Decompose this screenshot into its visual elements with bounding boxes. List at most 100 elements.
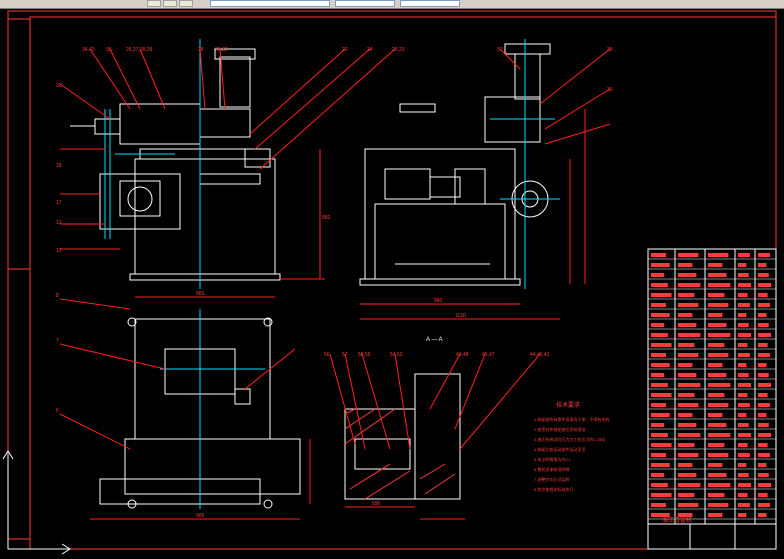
part-balloon: 57: [342, 352, 348, 358]
parts-list-cell: [758, 313, 767, 317]
note-line: 8.其余按相关标准执行: [534, 486, 573, 492]
parts-list-cell: [758, 323, 769, 327]
parts-list-cell: [708, 433, 731, 437]
parts-list-cell: [678, 333, 701, 337]
parts-list-cell: [651, 383, 668, 387]
parts-list-cell: [738, 323, 749, 327]
parts-list-cell: [758, 403, 770, 407]
part-balloon: 28: [198, 47, 204, 53]
parts-list-cell: [708, 423, 727, 427]
part-balloon: 13: [56, 220, 62, 226]
parts-list-cell: [738, 453, 750, 457]
parts-list-cell: [708, 453, 729, 457]
parts-list-cell: [738, 393, 748, 397]
parts-list-cell: [678, 263, 693, 267]
parts-list-cell: [708, 363, 723, 367]
parts-list-cell: [738, 443, 748, 447]
parts-list-cell: [678, 253, 699, 257]
parts-list-cell: [651, 473, 665, 477]
parts-list-cell: [738, 313, 747, 317]
parts-list-cell: [678, 393, 695, 397]
parts-list-cell: [651, 253, 667, 257]
parts-list-cell: [651, 393, 672, 397]
toolbar-button[interactable]: [179, 0, 193, 7]
parts-list-cell: [651, 453, 667, 457]
note-line: 6.整机涂漆前须除锈: [534, 466, 569, 472]
toolbar-dropdown[interactable]: [335, 0, 395, 7]
parts-list-cell: [758, 443, 768, 447]
toolbar-dropdown[interactable]: [400, 0, 460, 7]
part-balloon: 38: [607, 47, 613, 53]
note-line: 3.液压系统试验压力为工作压力的1.25倍: [534, 436, 605, 442]
parts-list-cell: [738, 423, 749, 427]
parts-list-cell: [651, 483, 668, 487]
parts-list-cell: [738, 273, 749, 277]
parts-list-cell: [758, 433, 772, 437]
parts-list-cell: [738, 483, 752, 487]
parts-list-cell: [678, 373, 697, 377]
parts-list-cell: [738, 493, 748, 497]
parts-list-cell: [758, 273, 769, 277]
parts-list-cell: [708, 393, 725, 397]
part-balloon: 58,55: [358, 352, 371, 358]
parts-list-cell: [678, 303, 699, 307]
parts-list-cell: [678, 403, 699, 407]
parts-list-cell: [678, 363, 693, 367]
parts-list-cell: [678, 413, 693, 417]
toolbar-button[interactable]: [147, 0, 161, 7]
parts-list-cell: [758, 293, 768, 297]
note-line: 1.装配前所有零件须清洗干净，不得有毛刺: [534, 416, 609, 422]
parts-list-cell: [758, 383, 772, 387]
parts-list-cell: [738, 293, 748, 297]
parts-list-cell: [651, 463, 670, 467]
parts-list-cell: [708, 513, 723, 517]
side-view-leaders: [360, 48, 611, 320]
dimension-side-total: 1150: [455, 313, 466, 319]
part-balloon: 37: [497, 47, 503, 53]
part-balloon: 45,47: [482, 352, 495, 358]
parts-list-cell: [651, 323, 665, 327]
part-balloon: 39: [607, 87, 613, 93]
parts-list-cell: [758, 413, 767, 417]
parts-list-cell: [651, 313, 670, 317]
parts-list-cell: [708, 473, 727, 477]
parts-list-cell: [738, 503, 750, 507]
parts-list-cell: [758, 363, 767, 367]
parts-list-rows: [648, 253, 776, 520]
part-balloon: 22: [342, 47, 348, 53]
front-view-hatch: [104, 39, 201, 289]
parts-list-cell: [758, 503, 770, 507]
parts-list-cell: [678, 423, 697, 427]
toolbar-dropdown[interactable]: [210, 0, 330, 7]
parts-list-cell: [708, 373, 727, 377]
parts-list-cell: [738, 413, 747, 417]
parts-list-cell: [651, 403, 667, 407]
parts-list-cell: [758, 343, 768, 347]
parts-list-cell: [738, 283, 752, 287]
parts-list-cell: [678, 293, 695, 297]
part-balloon: 8: [56, 293, 59, 299]
parts-list-cell: [678, 513, 693, 517]
parts-list-cell: [758, 453, 770, 457]
parts-list-cell: [758, 483, 772, 487]
toolbar-button[interactable]: [163, 0, 177, 7]
parts-list-cell: [708, 483, 731, 487]
parts-list-cell: [678, 493, 695, 497]
parts-list-cell: [708, 383, 731, 387]
parts-list-cell: [758, 463, 767, 467]
parts-list-cell: [708, 343, 725, 347]
parts-list-cell: [651, 373, 665, 377]
parts-list-cell: [758, 473, 769, 477]
part-balloon: 54,53: [390, 352, 403, 358]
section-view-hatch: [344, 408, 456, 500]
note-line: 5.未注明倒角均为C1: [534, 456, 571, 462]
dimension-side-width: 860: [434, 298, 443, 304]
parts-list-cell: [758, 353, 770, 357]
parts-list-cell: [758, 493, 768, 497]
parts-list-cell: [738, 373, 749, 377]
parts-list-cell: [758, 393, 768, 397]
notes-title: 技术要求: [556, 401, 580, 409]
section-mark: A — A: [426, 337, 443, 343]
